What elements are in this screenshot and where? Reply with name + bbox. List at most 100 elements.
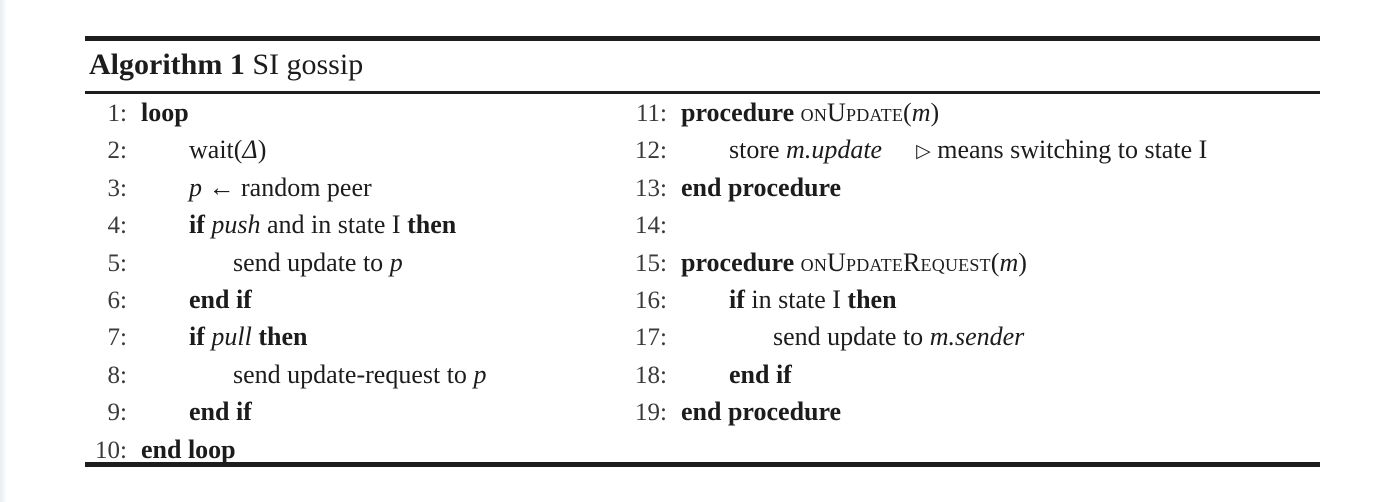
line-content: send update to m.sender (667, 318, 1024, 355)
code-token: onUpdate (800, 98, 904, 127)
code-token: send update to (773, 322, 930, 352)
code-token: end loop (141, 434, 236, 464)
line-content: end if (127, 281, 252, 318)
code-token: then (407, 210, 457, 240)
code-token: ( (990, 247, 1000, 277)
line-content: wait(Δ) (127, 131, 266, 168)
page-edge-strip (0, 0, 7, 502)
algorithm-bottom-rule (85, 462, 1320, 467)
algorithm-line: 7if pull then (85, 318, 605, 355)
line-content: end procedure (667, 393, 841, 430)
algorithm-line: 13end procedure (625, 169, 1320, 206)
code-token: send update-request to (233, 359, 474, 389)
code-token: end if (729, 359, 792, 389)
algorithm-line: 16if in state I then (625, 281, 1320, 318)
line-content: procedure onUpdateRequest(m) (667, 244, 1027, 281)
algorithm-line: 10 end loop (85, 431, 605, 468)
code-token: end if (189, 397, 252, 427)
algorithm-line: 18 end if (625, 356, 1320, 393)
line-content: p ← random peer (127, 169, 372, 206)
algorithm-block: Algorithm 1 SI gossip 1loop2wait(Δ)3p ← … (85, 36, 1320, 467)
line-number: 10 (85, 432, 127, 469)
code-token: Δ (242, 135, 258, 165)
algorithm-number: Algorithm 1 (89, 48, 245, 81)
code-token: if (729, 284, 745, 314)
code-token: m.sender (929, 322, 1025, 352)
code-token: p (473, 359, 487, 389)
algorithm-right-column: 11procedure onUpdate(m)12store m.update▷… (625, 94, 1320, 431)
line-content: send update-request to p (127, 356, 486, 393)
line-content: send update to p (127, 244, 403, 281)
code-token: pull (211, 322, 252, 352)
algorithm-body: 1loop2wait(Δ)3p ← random peer4if push an… (85, 94, 1320, 464)
code-token: p (189, 172, 202, 202)
algorithm-line: 9 end if (85, 393, 605, 430)
code-token: onUpdateRequest (800, 247, 991, 277)
algorithm-line: 4if push and in state I then (85, 206, 605, 243)
code-token: in state I (744, 284, 848, 314)
line-number: 15 (625, 245, 667, 282)
algorithm-line: 1 loop (85, 94, 605, 131)
code-token: m (999, 247, 1019, 277)
line-content: end if (667, 356, 792, 393)
line-number: 11 (625, 95, 667, 132)
algorithm-line: 12store m.update▷ means switching to sta… (625, 131, 1320, 168)
code-token: then (847, 284, 897, 314)
code-token: store (729, 135, 787, 165)
algorithm-line: 8send update-request to p (85, 356, 605, 393)
algorithm-line: 3p ← random peer (85, 169, 605, 206)
algorithm-line: 5send update to p (85, 244, 605, 281)
line-number: 16 (625, 282, 667, 319)
line-number: 5 (85, 245, 127, 282)
code-token: send update to (233, 247, 390, 277)
line-content: end loop (127, 431, 236, 468)
line-number: 1 (85, 95, 127, 132)
line-number: 18 (625, 357, 667, 394)
algorithm-line: 14 (625, 206, 1320, 243)
code-token: m.update (786, 135, 883, 165)
line-number: 12 (625, 132, 667, 169)
code-token: then (258, 322, 308, 352)
code-token: procedure (681, 247, 795, 277)
line-comment: ▷ means switching to state I (882, 135, 1207, 164)
code-token: end if (189, 284, 252, 314)
code-token: and in state I (260, 210, 408, 240)
algorithm-line: 15procedure onUpdateRequest(m) (625, 244, 1320, 281)
line-number: 8 (85, 357, 127, 394)
line-content: store m.update (667, 131, 882, 168)
line-number: 17 (625, 319, 667, 356)
comment-triangle-icon: ▷ (916, 141, 931, 163)
line-number: 13 (625, 170, 667, 207)
code-token: wait( (189, 135, 243, 165)
code-token: if (189, 322, 205, 352)
algorithm-top-rule (85, 36, 1320, 41)
line-content: loop (127, 94, 189, 131)
line-content: if in state I then (667, 281, 897, 318)
code-token: ) (1018, 247, 1027, 277)
comment-text: means switching to state I (930, 135, 1208, 165)
algorithm-line: 11procedure onUpdate(m) (625, 94, 1320, 131)
line-number: 6 (85, 282, 127, 319)
algorithm-caption: Algorithm 1 SI gossip (85, 41, 1320, 90)
code-token: ) (257, 135, 267, 165)
code-token: push (211, 210, 261, 240)
line-number: 2 (85, 132, 127, 169)
line-number: 19 (625, 394, 667, 431)
algorithm-left-column: 1loop2wait(Δ)3p ← random peer4if push an… (85, 94, 605, 468)
algorithm-line: 17send update to m.sender (625, 318, 1320, 355)
code-token: p (389, 247, 403, 277)
code-token: ← random peer (202, 172, 372, 202)
code-token: m (911, 98, 931, 127)
code-token: ( (903, 98, 912, 127)
code-token: end procedure (681, 397, 842, 427)
code-token: loop (141, 98, 189, 127)
line-number: 9 (85, 394, 127, 431)
algorithm-line: 2wait(Δ) (85, 131, 605, 168)
line-content: end procedure (667, 169, 841, 206)
code-token: ) (930, 98, 940, 127)
line-content: if push and in state I then (127, 206, 456, 243)
line-number: 14 (625, 207, 667, 244)
line-content: if pull then (127, 318, 307, 355)
line-content: procedure onUpdate(m) (667, 94, 939, 131)
line-number: 3 (85, 170, 127, 207)
